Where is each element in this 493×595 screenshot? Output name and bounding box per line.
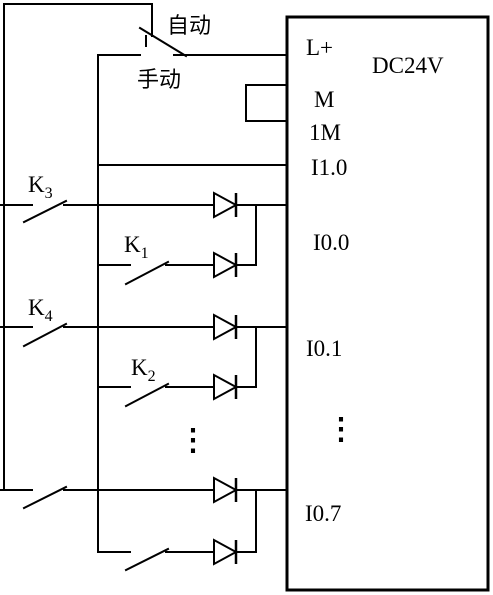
manual-label: 手动	[137, 68, 181, 93]
k2-label: K2	[131, 355, 156, 385]
terminal-label: I1.0	[311, 155, 347, 180]
diode	[213, 313, 239, 341]
terminal-label: M	[314, 87, 334, 112]
switch-k3	[0, 199, 288, 224]
terminal-label: I0.0	[313, 230, 349, 255]
switch-k1	[97, 260, 257, 286]
terminal-label: L+	[306, 35, 333, 60]
diode	[213, 538, 239, 566]
terminal-label: I0.1	[306, 336, 342, 361]
diode	[213, 476, 239, 504]
diode	[213, 373, 239, 401]
common-bus	[97, 54, 288, 553]
ellipsis-right: ⋮	[326, 413, 356, 446]
switch-unlabeled-bus	[97, 547, 257, 572]
ellipsis-left: ⋮	[178, 424, 208, 457]
mode-selector-switch	[3, 3, 288, 491]
switch-unlabeled-outer	[0, 485, 288, 510]
m-1m-link	[245, 84, 288, 122]
terminal-label: I0.7	[305, 501, 341, 526]
supply-label: DC24V	[372, 53, 444, 78]
plc-module	[285, 15, 490, 592]
diode	[213, 251, 239, 279]
diode	[213, 191, 239, 219]
terminal-label: 1M	[309, 120, 341, 145]
auto-label: 自动	[167, 14, 211, 39]
k4-label: K4	[28, 295, 53, 325]
switch-k2	[97, 382, 257, 408]
switch-k4	[0, 322, 288, 348]
k3-label: K3	[28, 172, 53, 202]
k1-label: K1	[124, 232, 149, 262]
